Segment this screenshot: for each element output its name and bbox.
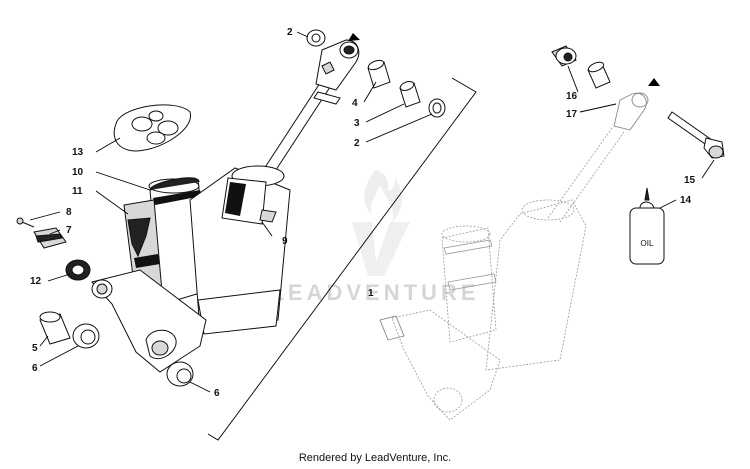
graphic-logo: [127, 217, 151, 258]
callout-11: 11: [72, 186, 83, 197]
callout-4: 4: [352, 98, 358, 109]
callout-2b: 2: [354, 138, 360, 149]
leadventure-watermark: LEADVENTURE: [270, 170, 479, 305]
callout-10: 10: [72, 167, 84, 178]
callout-9: 9: [282, 236, 288, 247]
footer-credit: Rendered by LeadVenture, Inc.: [298, 452, 452, 464]
top-arrow-marker: [348, 33, 360, 41]
valve-7: [33, 227, 67, 249]
callout-12: 12: [30, 276, 42, 287]
callout-15: 15: [684, 175, 696, 186]
shock-assembly-ghost: [379, 78, 660, 421]
bushing-6-left: [72, 323, 100, 349]
oil-bottle-14: OIL: [629, 187, 665, 265]
oil-bottle-label: OIL: [641, 239, 654, 248]
callout-13: 13: [72, 147, 84, 158]
callout-17: 17: [566, 109, 578, 120]
shock-shaft: [261, 79, 341, 177]
screw-8: [16, 217, 35, 228]
cap-12: [65, 259, 91, 281]
callout-6a: 6: [32, 363, 38, 374]
lower-mount: [91, 269, 207, 373]
bushing-16: [587, 61, 611, 89]
callout-8: 8: [66, 207, 72, 218]
top-eyelet: [315, 33, 360, 91]
spacer-5: [39, 311, 71, 345]
right-arrow-marker: [648, 78, 660, 86]
washer-2-top: [306, 29, 326, 47]
callout-7: 7: [66, 225, 72, 236]
bushing-3: [399, 81, 421, 108]
callout-16: 16: [566, 91, 578, 102]
bolt-15: [667, 111, 725, 159]
assembly-bracket-1: [207, 77, 477, 441]
callout-3: 3: [354, 118, 360, 129]
callouts: 2 4 3 2 13 10 11 8 7 12 9 5 6 6 1 16 17: [29, 27, 715, 399]
bushing-6-right: [166, 361, 194, 387]
callout-1: 1: [368, 288, 374, 299]
bushing-4: [367, 59, 391, 89]
main-body: [189, 165, 291, 335]
nut-16: [551, 45, 577, 67]
shock-assembly-main: [91, 33, 360, 373]
callout-5: 5: [32, 343, 38, 354]
watermark-text: LEADVENTURE: [270, 280, 479, 305]
decal-13: [113, 104, 191, 152]
callout-2a: 2: [287, 27, 293, 38]
callout-14: 14: [680, 195, 692, 206]
flame-logo: [352, 170, 410, 276]
callout-6b: 6: [214, 388, 220, 399]
washer-2-right: [428, 98, 446, 118]
